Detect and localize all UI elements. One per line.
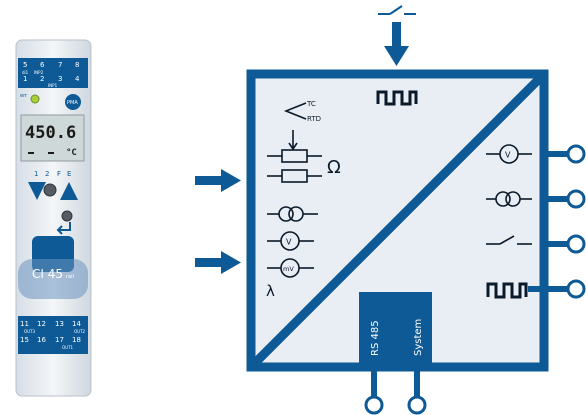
thermocouple-icon [283, 102, 307, 120]
lcd-segment [28, 152, 34, 154]
pulse-signal-icon-top [376, 90, 418, 106]
terminal-label: 4 [75, 75, 80, 83]
brand-label: PMA [67, 100, 78, 106]
bottom-terminal-block [18, 316, 88, 354]
model-plate [18, 259, 88, 299]
current-source-icon [267, 206, 318, 222]
terminal-label: 11 [20, 320, 29, 328]
inp1-label: INP1 [48, 83, 58, 88]
out1-label: OUT1 [62, 345, 74, 350]
ohm-symbol: Ω [327, 157, 341, 178]
lcd-segment [48, 152, 54, 154]
top-terminal-row1: 5 6 7 8 [23, 61, 79, 69]
terminal-label: 17 [55, 336, 64, 344]
top-terminal-block [18, 58, 88, 88]
err-label: err [20, 93, 28, 99]
terminal-label: 5 [23, 61, 27, 69]
terminal-label: 1 [23, 75, 27, 83]
terminal-label: 3 [58, 75, 62, 83]
terminal-label: 8 [75, 61, 79, 69]
output-terminal-1-icon [544, 144, 586, 164]
current-output-icon [486, 191, 532, 207]
terminal-label: 7 [58, 61, 62, 69]
rs485-terminal-icon [364, 367, 384, 415]
rs485-label: RS 485 [370, 320, 381, 356]
millivolt-input-icon [267, 258, 314, 278]
out3-label: OUT3 [24, 329, 36, 334]
output-terminal-2-icon [544, 189, 586, 209]
terminal-label: 15 [20, 336, 29, 344]
bottom-terminal-row1: 11 12 13 14 [20, 320, 81, 328]
system-label: System [413, 319, 424, 356]
top-input-arrow-icon [384, 22, 409, 66]
display-value: 450.6 [25, 123, 76, 143]
voltage-symbol-output: V [505, 151, 511, 160]
button-label: 1 [34, 170, 38, 178]
brand-logo-icon [65, 94, 81, 110]
down-arrow-button[interactable] [28, 182, 46, 200]
tc-label: TC [306, 100, 316, 108]
out2-label: OUT2 [74, 329, 86, 334]
input-arrow-lower-icon [195, 251, 241, 274]
inp2-label: INP2 [34, 70, 44, 75]
round-button[interactable] [43, 183, 57, 197]
voltage-input-icon [267, 231, 314, 251]
controller-device: 5 6 7 8 INP2 1 2 3 4 di1 INP1 err PMA 45… [15, 39, 92, 397]
button-label: 2 [45, 170, 49, 178]
button-labels: 1 2 F E [34, 170, 71, 178]
voltage-symbol-input: V [286, 238, 292, 247]
terminal-label: 14 [72, 320, 81, 328]
terminal-label: 12 [37, 320, 46, 328]
relay-output-switch-icon [486, 235, 532, 245]
terminal-label: 18 [72, 336, 81, 344]
bottom-terminal-row2: 15 16 17 18 [20, 336, 81, 344]
terminal-label: 2 [40, 75, 44, 83]
diagonal-divider [251, 74, 544, 367]
interface-block [359, 292, 432, 367]
resistor-icon [267, 169, 322, 183]
output-terminal-4-icon [528, 279, 586, 299]
model-suffix: rail [66, 274, 74, 280]
terminal-label: 16 [37, 336, 46, 344]
millivolt-symbol: mV [283, 265, 294, 273]
status-led-icon [30, 94, 40, 104]
top-terminal-row2: 1 2 3 4 [23, 75, 80, 83]
button-label: F [57, 170, 61, 178]
pulse-output-icon [486, 282, 528, 299]
terminal-label: 13 [55, 320, 64, 328]
terminal-label: 6 [40, 61, 45, 69]
enter-icon [56, 222, 71, 235]
rtd-label: RTD [307, 115, 321, 123]
model-name: CI 45 [32, 267, 63, 281]
digital-input-switch-icon [378, 5, 416, 15]
input-arrow-upper-icon [195, 169, 241, 192]
up-arrow-button[interactable] [60, 182, 78, 200]
di1-label: di1 [22, 70, 29, 75]
output-terminal-3-icon [544, 234, 586, 254]
potentiometer-icon [267, 130, 322, 163]
lambda-symbol: λ [266, 282, 275, 300]
voltage-output-icon [486, 144, 532, 164]
button-label: E [67, 170, 71, 178]
system-terminal-icon [407, 367, 427, 415]
enter-round-button[interactable] [61, 210, 73, 222]
display-unit: °C [66, 148, 77, 158]
